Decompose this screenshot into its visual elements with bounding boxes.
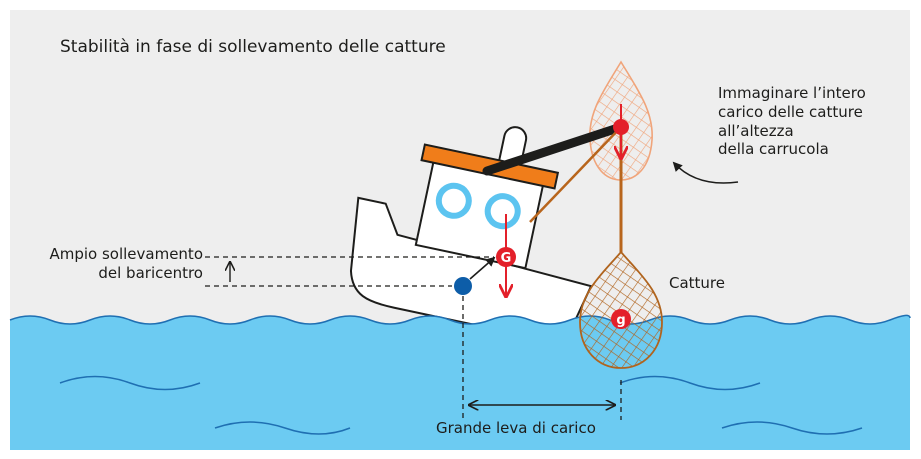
annotation-line: Immaginare l’intero [718, 84, 866, 102]
diagram-title: Stabilità in fase di sollevamento delle … [60, 37, 446, 57]
cog-rise-line: del baricentro [98, 263, 203, 282]
wave [619, 375, 761, 391]
annotation-line: della carrucola [718, 140, 829, 159]
catch-center-letter: g [616, 313, 625, 328]
sea [10, 315, 910, 450]
annotation-line: carico delle catture [718, 102, 863, 121]
cog-rise-line: Ampio sollevamento [49, 245, 203, 263]
sea-surface-line [9, 314, 911, 325]
wave [59, 375, 201, 391]
annotation-line: all’altezza [718, 121, 794, 140]
boom-stay-rope [529, 126, 622, 223]
wave [721, 421, 863, 435]
wave [214, 421, 351, 435]
catch-center-marker [611, 309, 631, 329]
cog-rise-label: Ampio sollevamento del baricentro [49, 245, 203, 283]
cabin-window-right [484, 193, 521, 230]
catch-label: Catture [669, 274, 726, 292]
imagined-load-annotation: Immaginare l’intero carico delle catture… [718, 84, 866, 159]
cabin-window-left [435, 182, 472, 219]
crane-boom [482, 122, 626, 176]
cog-high-letter: G [501, 251, 512, 266]
cog-high-marker [496, 247, 516, 267]
cog-shift-arrow [469, 256, 496, 280]
annotation-pointer-arrow [672, 161, 739, 184]
pulley-point [613, 119, 629, 135]
lever-label: Grande leva di carico [436, 419, 596, 437]
cog-original-marker [454, 277, 472, 295]
